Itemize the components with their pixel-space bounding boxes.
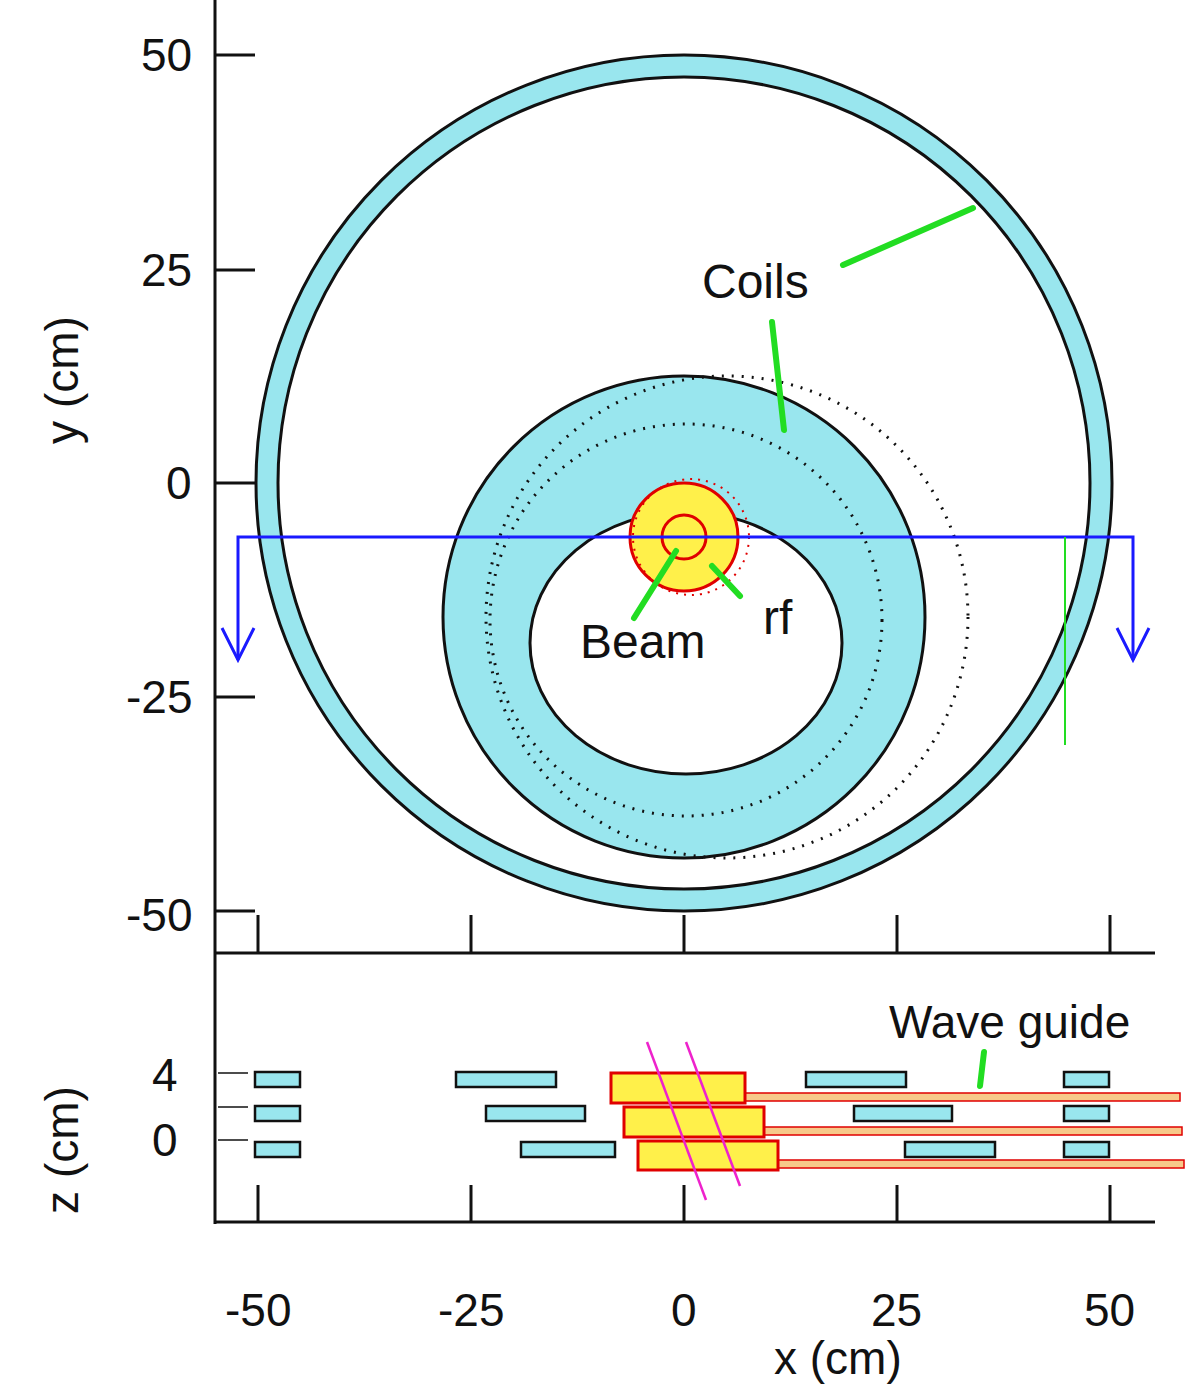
tick-label: 50	[1084, 1287, 1135, 1333]
tick-label: 50	[141, 32, 192, 78]
coil-section	[1064, 1072, 1109, 1087]
tick-label: 25	[141, 247, 192, 293]
tick-label: -25	[126, 674, 192, 720]
coil-section	[456, 1072, 556, 1087]
axis-title: x (cm)	[774, 1335, 902, 1381]
coil-section	[905, 1142, 995, 1157]
coil-section	[806, 1072, 906, 1087]
coil-section	[1064, 1106, 1109, 1121]
tick-label: 0	[166, 460, 192, 506]
outer-coil-edge	[278, 77, 1090, 889]
tick-label: 25	[871, 1287, 922, 1333]
section-arrow	[1117, 628, 1149, 660]
axis-title: y (cm)	[39, 316, 85, 444]
waveguides	[745, 1093, 1184, 1168]
coil-section	[255, 1072, 300, 1087]
tick-label: 0	[152, 1117, 178, 1163]
coil-sections	[255, 1072, 1109, 1157]
inner-coil	[443, 376, 925, 858]
tick-label: 0	[671, 1287, 697, 1333]
marker-line	[1064, 537, 1066, 745]
coil-section	[854, 1106, 952, 1121]
coil-section	[255, 1142, 300, 1157]
outer-coil-edge	[256, 55, 1112, 911]
tilt-lines	[647, 1042, 740, 1200]
tick-label: -50	[126, 892, 192, 938]
axes	[215, 0, 1155, 1224]
axis-title: z (cm)	[39, 1086, 85, 1214]
coil-section	[1064, 1142, 1109, 1157]
tick-label: -25	[438, 1287, 504, 1333]
rf-blocks	[611, 1073, 778, 1170]
section-arrow	[222, 628, 254, 660]
callout-label: rf	[763, 594, 792, 642]
coil-section	[486, 1106, 585, 1121]
dotted-coil-outline	[486, 376, 968, 858]
tick-label: 4	[152, 1052, 178, 1098]
callout-label: Beam	[580, 618, 705, 666]
inner-coil-bore	[530, 512, 842, 774]
coil-section	[255, 1106, 300, 1121]
coil-section	[521, 1142, 615, 1157]
tick-label: -50	[225, 1287, 291, 1333]
dotted-coil-outline	[490, 424, 882, 816]
outer-coil	[267, 66, 1101, 900]
callout-label: Wave guide	[889, 999, 1130, 1045]
callout-label: Coils	[702, 258, 809, 306]
